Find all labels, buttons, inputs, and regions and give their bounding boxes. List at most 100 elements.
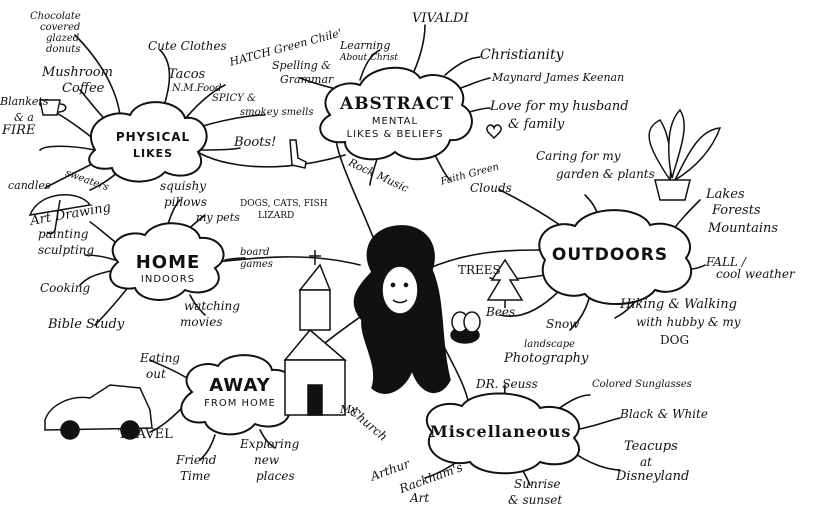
coffee-cup-drawing	[39, 99, 67, 116]
exploring-label-1: Exploring	[240, 437, 300, 451]
away-title: AWAY	[209, 375, 271, 396]
donuts-label-2: covered	[40, 22, 81, 33]
sunrise-label-1: Sunrise	[514, 477, 561, 491]
vivaldi-label: VIVALDI	[412, 11, 469, 26]
teacups-label-3: Disneyland	[616, 469, 690, 484]
lizard-label: LIZARD	[258, 211, 295, 221]
landscape-label: landscape	[524, 339, 576, 350]
watching-label-1: watching	[184, 299, 240, 313]
home-title: HOME	[135, 252, 201, 273]
sunglasses-label: Colored Sunglasses	[592, 379, 692, 390]
abstract-subtitle-likes: LIKES & BELIEFS	[346, 129, 444, 140]
abstract-cloud	[319, 66, 473, 161]
snow-label: Snow	[546, 317, 580, 331]
my-pets-label: my pets	[196, 211, 240, 224]
caring-label-2: garden & plants	[556, 167, 655, 181]
blankets-label: Blankets	[0, 95, 49, 108]
christianity-label: Christianity	[480, 47, 564, 63]
home-cloud	[109, 222, 225, 301]
photography-label: Photography	[504, 351, 589, 366]
fall-label-1: FALL /	[706, 255, 746, 269]
lakes-label: Lakes	[706, 187, 745, 202]
caring-label-1: Caring for my	[536, 149, 621, 163]
love-label-1: Love for my husband	[490, 99, 629, 114]
watching-label-2: movies	[180, 315, 223, 329]
painting-label: painting	[38, 227, 89, 241]
cooking-label: Cooking	[40, 281, 91, 295]
home-subtitle: INDOORS	[140, 274, 196, 285]
boots-label: Boots!	[234, 135, 277, 150]
board-games-label-1: board	[240, 247, 270, 258]
learning-label-1: Learning	[340, 39, 391, 52]
tree-drawing	[486, 258, 524, 308]
car-drawing	[44, 384, 153, 440]
boot-drawing	[289, 139, 307, 169]
sunrise-label-2: & sunset	[508, 493, 563, 507]
church-drawing	[283, 250, 348, 416]
bible-study-label: Bible Study	[48, 317, 125, 332]
outdoors-title: OUTDOORS	[551, 245, 669, 265]
maynard-label: Maynard James Keenan	[492, 71, 625, 84]
misc-title: Miscellaneous	[430, 422, 572, 441]
cute-clothes-label: Cute Clothes	[148, 39, 227, 53]
mushroom-label-1: Mushroom	[42, 65, 113, 80]
squishy-label-2: pillows	[164, 195, 207, 209]
forests-label: Forests	[712, 203, 761, 218]
misc-cloud	[425, 392, 581, 475]
abstract-title: ABSTRACT	[340, 94, 454, 114]
bee-drawing	[450, 311, 481, 344]
learning-label-2: About Christ	[340, 53, 399, 63]
my-church-label-1: My	[340, 403, 358, 416]
clouds-label: Clouds	[470, 181, 512, 195]
donuts-label-3: glazed	[46, 33, 80, 44]
eating-out-label-1: Eating	[140, 351, 180, 365]
outdoors-cloud	[538, 209, 693, 305]
fall-label-2: cool weather	[716, 267, 795, 281]
heart-icon	[486, 124, 502, 140]
spicy-label-1: SPICY &	[212, 93, 256, 104]
spelling-label-2: Grammar	[280, 73, 334, 86]
arthur-label-3: Art	[410, 491, 430, 505]
teacups-label-2: at	[640, 455, 652, 469]
spicy-label-2: smokey smells	[240, 107, 314, 118]
black-white-label: Black & White	[620, 407, 708, 421]
sculpting-label: sculpting	[38, 243, 95, 257]
spelling-label-1: Spelling &	[272, 59, 332, 72]
travel-label: TRAVEL	[118, 427, 173, 442]
tacos-label-2: N.M.Food	[172, 83, 222, 94]
love-label-2: & family	[508, 117, 565, 132]
board-games-label-2: games	[240, 259, 273, 270]
candles-label: candles	[8, 179, 51, 192]
fire-label-2: FIRE	[2, 123, 36, 138]
donuts-label-4: donuts	[46, 44, 81, 55]
hiking-label-1: Hiking & Walking	[620, 297, 737, 312]
physical-cloud	[88, 101, 208, 183]
physical-subtitle: LIKES	[132, 147, 174, 160]
exploring-label-3: places	[256, 469, 295, 483]
dogs-cats-label: DOGS, CATS, FISH	[240, 199, 328, 209]
eating-out-label-2: out	[146, 367, 166, 381]
teacups-label-1: Teacups	[624, 439, 678, 454]
mountains-label: Mountains	[708, 221, 779, 236]
hiking-label-2: with hubby & my	[636, 315, 741, 329]
mushroom-label-2: Coffee	[62, 81, 105, 96]
trees-label: TREES	[458, 263, 501, 277]
umbrella-drawing	[28, 194, 92, 235]
friend-time-label-2: Time	[180, 469, 211, 483]
away-subtitle: FROM HOME	[204, 398, 276, 409]
hiking-label-3: DOG	[660, 333, 690, 347]
dr-seuss-label: DR. Seuss	[476, 377, 538, 391]
donuts-label-1: Chocolate	[30, 11, 81, 22]
exploring-label-2: new	[254, 453, 280, 467]
fire-label-1: & a	[14, 111, 34, 124]
plant-drawing	[648, 108, 722, 201]
girl-figure	[353, 225, 451, 394]
physical-title: PHYSICAL	[115, 130, 191, 144]
bees-label: Bees	[486, 305, 516, 319]
tacos-label-1: Tacos	[168, 67, 206, 82]
abstract-subtitle-mental: MENTAL	[371, 116, 419, 127]
friend-time-label-1: Friend	[176, 453, 217, 467]
squishy-label-1: squishy	[160, 179, 207, 193]
